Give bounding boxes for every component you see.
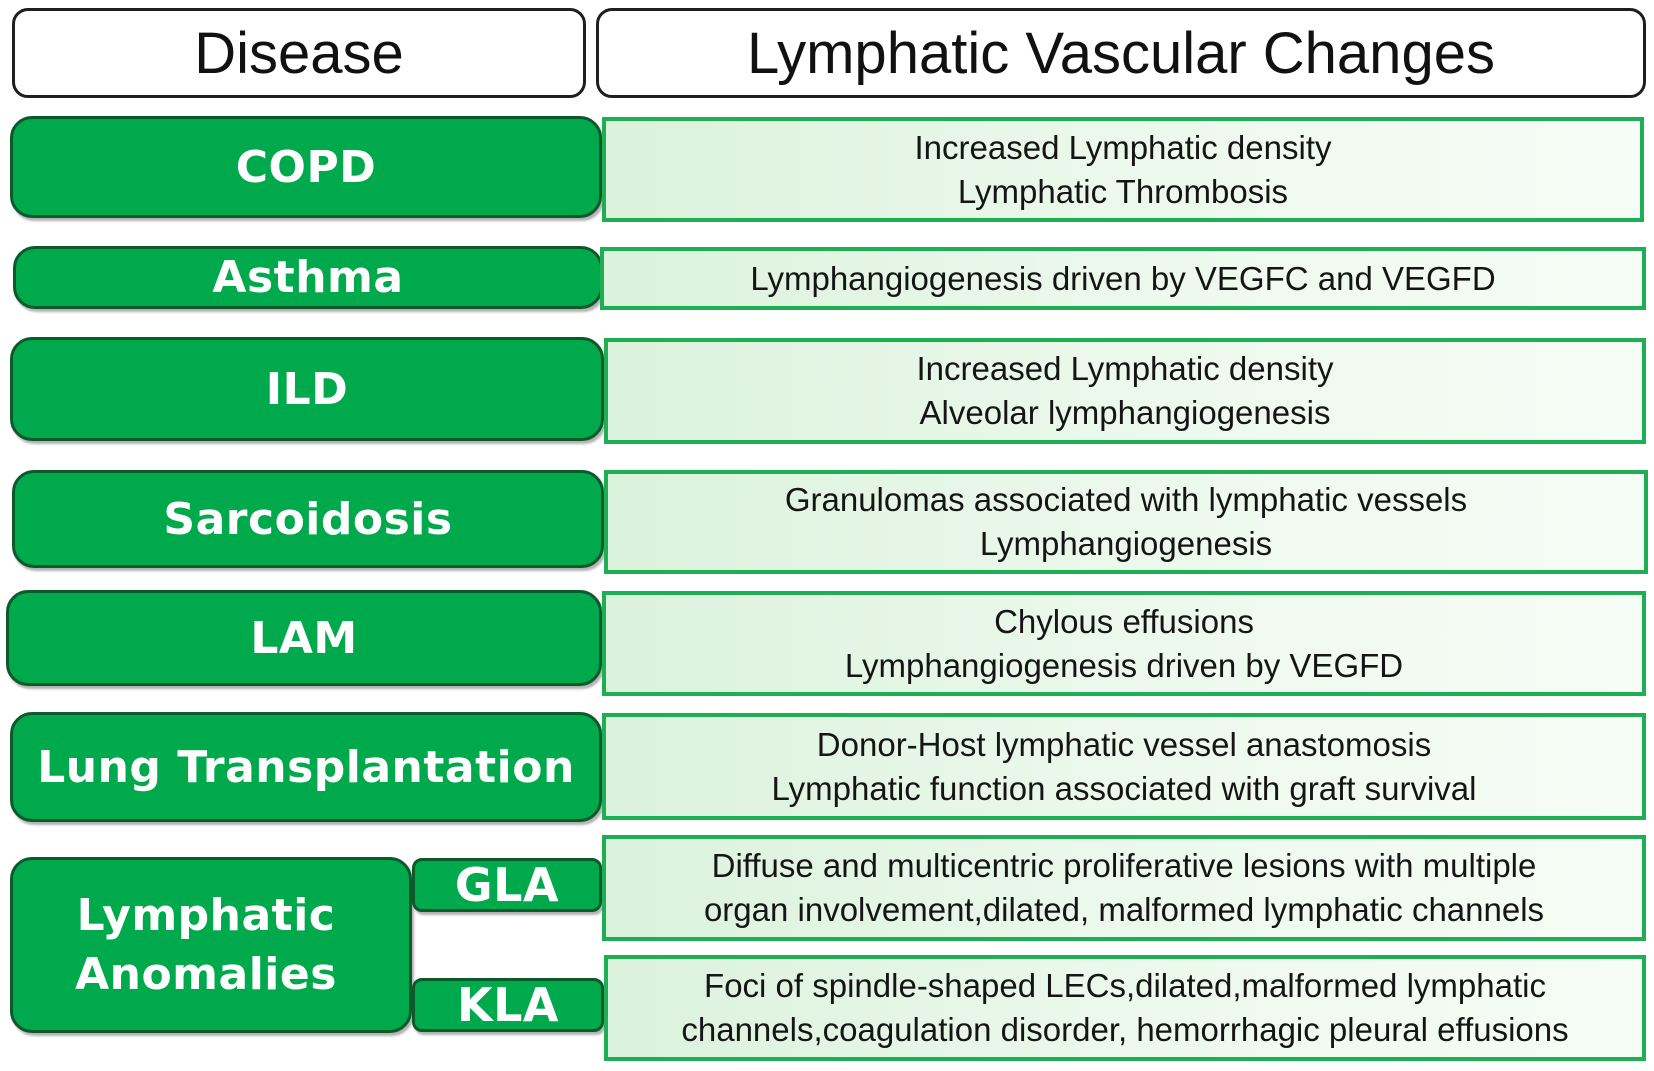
change-line: Lymphangiogenesis driven by VEGFC and VE… — [750, 259, 1496, 297]
disease-asthma: Asthma — [13, 246, 603, 309]
changes-asthma: Lymphangiogenesis driven by VEGFC and VE… — [600, 247, 1646, 310]
disease-gla: GLA — [412, 858, 602, 912]
disease-ild: ILD — [10, 337, 604, 441]
anomalies-label-line: Lymphatic — [76, 889, 336, 941]
anomalies-label-line: Anomalies — [75, 949, 337, 1000]
changes-header: Lymphatic Vascular Changes — [596, 8, 1646, 98]
disease-header: Disease — [12, 8, 586, 98]
disease-sarcoidosis: Sarcoidosis — [12, 470, 604, 568]
change-line: Lymphangiogenesis driven by VEGFD — [844, 646, 1404, 684]
disease-lung-transplantation: Lung Transplantation — [10, 712, 602, 822]
disease-copd: COPD — [10, 116, 602, 218]
change-line: Lymphangiogenesis — [979, 525, 1273, 562]
changes-lung-transplantation: Donor-Host lymphatic vessel anastomosis … — [602, 713, 1646, 820]
changes-kla: Foci of spindle-shaped LECs,dilated,malf… — [604, 955, 1646, 1061]
change-line: Alveolar lymphangiogenesis — [919, 394, 1331, 431]
changes-gla: Diffuse and multicentric proliferative l… — [602, 835, 1646, 941]
changes-ild: Increased Lymphatic density Alveolar lym… — [604, 338, 1646, 444]
change-line: Increased Lymphatic density — [916, 350, 1334, 387]
changes-copd: Increased Lymphatic density Lymphatic Th… — [602, 117, 1644, 222]
change-line: Lymphatic Thrombosis — [957, 172, 1289, 210]
change-line: Foci of spindle-shaped LECs,dilated,malf… — [704, 967, 1546, 1004]
change-line: Donor-Host lymphatic vessel anastomosis — [816, 725, 1432, 763]
disease-lam: LAM — [6, 590, 602, 686]
change-line: Diffuse and multicentric proliferative l… — [711, 847, 1537, 884]
change-line: Increased Lymphatic density — [914, 128, 1332, 166]
change-line: channels,coagulation disorder, hemorrhag… — [681, 1011, 1569, 1048]
change-line: Lymphatic function associated with graft… — [771, 769, 1477, 807]
disease-kla: KLA — [412, 978, 604, 1032]
changes-lam: Chylous effusions Lymphangiogenesis driv… — [602, 591, 1646, 696]
disease-lymphatic-anomalies: Lymphatic Anomalies — [10, 857, 412, 1033]
change-line: organ involvement,dilated, malformed lym… — [703, 891, 1545, 928]
changes-sarcoidosis: Granulomas associated with lymphatic ves… — [604, 470, 1648, 574]
change-line: Granulomas associated with lymphatic ves… — [784, 481, 1468, 518]
change-line: Chylous effusions — [994, 602, 1254, 640]
